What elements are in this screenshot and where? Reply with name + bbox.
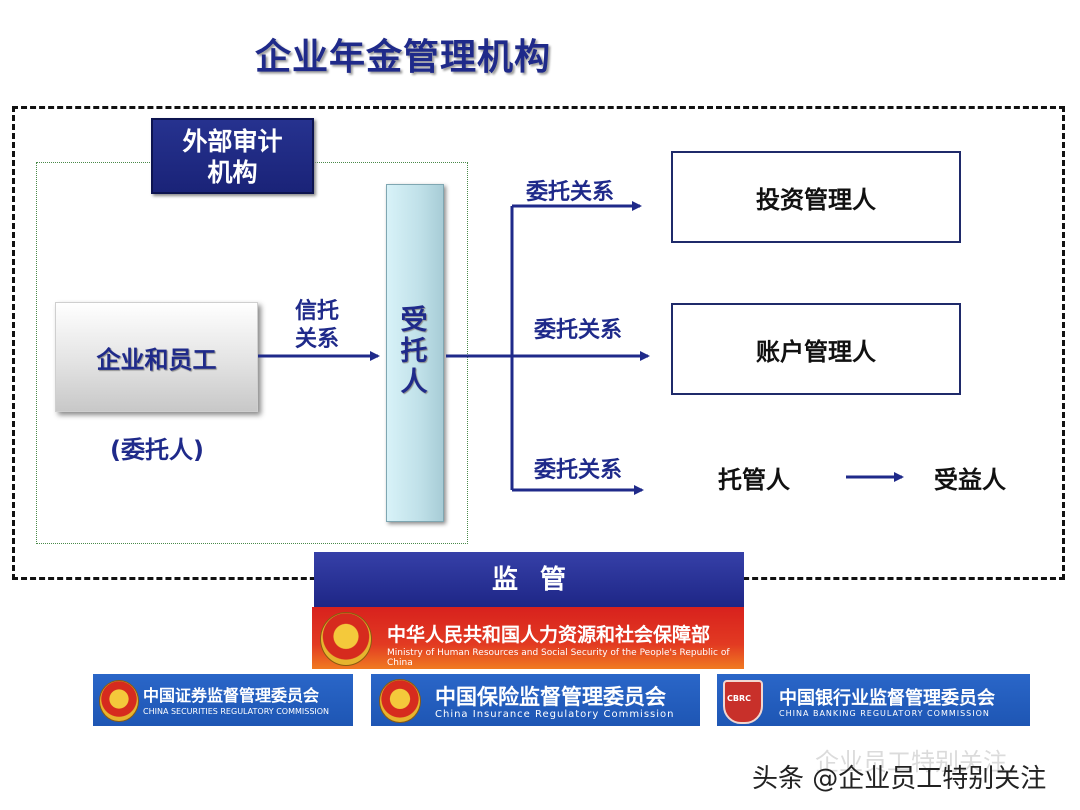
trustor-note: (委托人) (110, 436, 204, 464)
csrc-name-en: CHINA SECURITIES REGULATORY COMMISSION (143, 707, 330, 716)
cbrc-banner: CBRC 中国银行业监督管理委员会 CHINA BANKING REGULATO… (717, 674, 1030, 726)
supervision-box: 监管 (314, 552, 744, 609)
investment-manager-label: 投资管理人 (756, 185, 876, 214)
diagram-title: 企业年金管理机构 (255, 37, 552, 78)
circ-banner: 中国保险监督管理委员会 China Insurance Regulatory C… (371, 674, 700, 726)
beneficiary-label: 受益人 (934, 466, 1006, 494)
circ-name-cn: 中国保险监督管理委员会 (435, 685, 666, 709)
account-manager-box: 账户管理人 (671, 303, 961, 395)
trustee-label-char-2: 人 (400, 367, 428, 398)
footer-credit: 头条 @企业员工特别关注 (752, 764, 1047, 794)
cbrc-badge-text: CBRC (727, 694, 751, 703)
csrc-emblem-icon (99, 680, 139, 722)
account-manager-label: 账户管理人 (756, 337, 876, 366)
trust-relation-line1: 信托 (295, 299, 340, 324)
company-employees-box: 企业和员工 (55, 302, 258, 412)
cbrc-shield-icon: CBRC (723, 680, 763, 724)
hrss-name-cn: 中华人民共和国人力资源和社会保障部 (387, 624, 711, 646)
csrc-banner: 中国证券监督管理委员会 CHINA SECURITIES REGULATORY … (93, 674, 353, 726)
trust-relation-label: 信托 关系 (295, 298, 339, 354)
trustee-box (386, 184, 444, 522)
watermark-text: 企业员工特别关注 (815, 748, 1007, 776)
circ-emblem-icon (379, 679, 421, 723)
cbrc-name-en: CHINA BANKING REGULATORY COMMISSION (779, 709, 990, 718)
hrss-name-en: Ministry of Human Resources and Social S… (387, 648, 730, 668)
supervision-label: 监管 (491, 565, 588, 595)
cbrc-name-cn: 中国银行业监督管理委员会 (779, 688, 995, 709)
entrust-relation-label-3: 委托关系 (534, 458, 623, 483)
entrust-relation-label-1: 委托关系 (526, 180, 615, 205)
national-emblem-icon (320, 612, 372, 666)
hrss-banner: 中华人民共和国人力资源和社会保障部 Ministry of Human Reso… (312, 607, 744, 669)
trustee-label-char-1: 托 (400, 336, 428, 367)
csrc-name-cn: 中国证券监督管理委员会 (143, 686, 320, 705)
custodian-label: 托管人 (718, 466, 790, 494)
external-audit-box: 外部审计 机构 (151, 118, 314, 194)
external-audit-line1: 外部审计 (182, 127, 283, 156)
trust-relation-line2: 关系 (295, 327, 340, 352)
trustee-label-char-0: 受 (400, 305, 428, 336)
trustee-label: 受托人 (386, 305, 442, 398)
investment-manager-box: 投资管理人 (671, 151, 961, 243)
trustee-label-chars: 受托人 (386, 305, 442, 398)
company-employees-label: 企业和员工 (96, 345, 217, 374)
external-audit-line2: 机构 (207, 158, 258, 187)
circ-name-en: China Insurance Regulatory Commission (435, 709, 675, 720)
entrust-relation-label-2: 委托关系 (534, 318, 623, 343)
